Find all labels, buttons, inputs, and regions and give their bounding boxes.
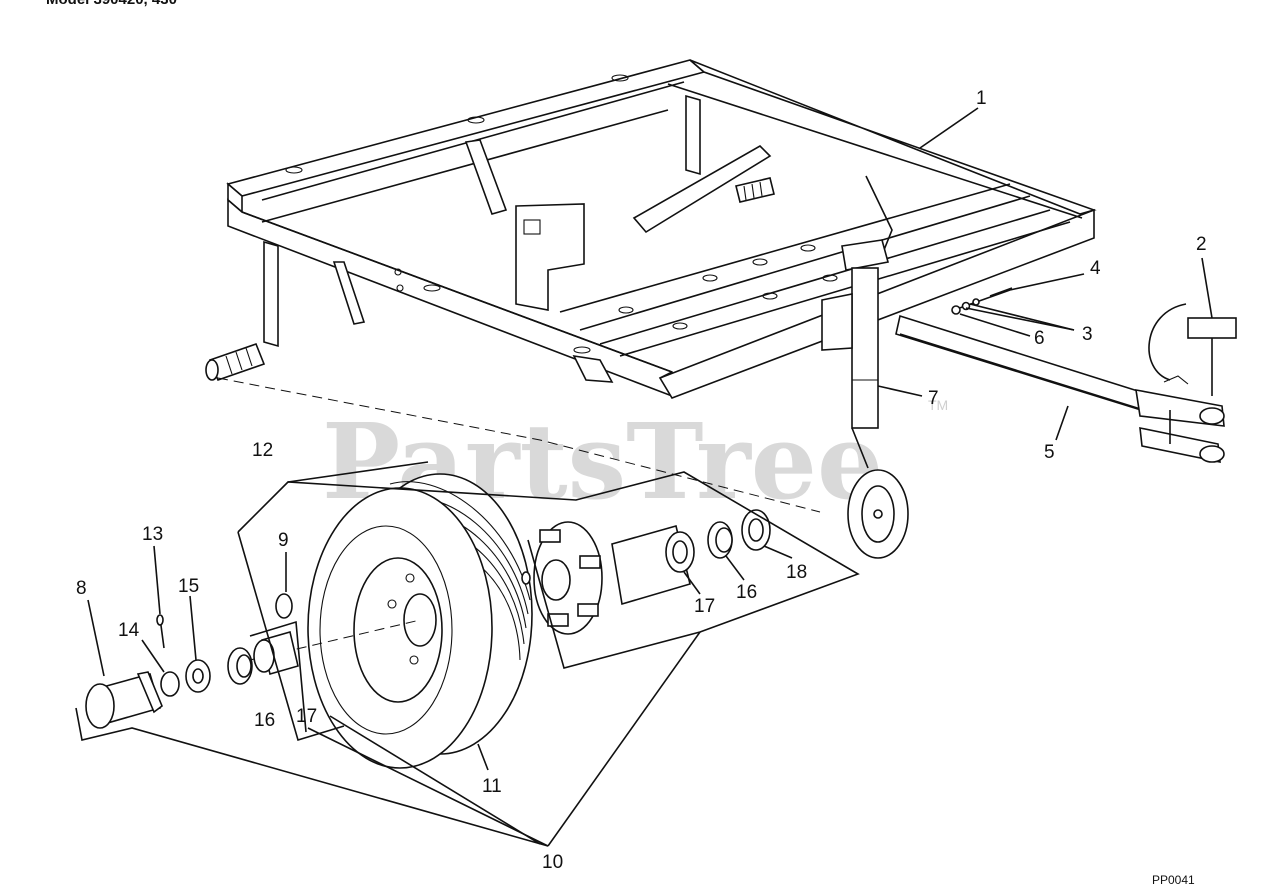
drawing-code: PP0041 — [1152, 873, 1195, 887]
callout-13: 13 — [142, 524, 163, 545]
callout-15: 15 — [178, 576, 199, 597]
callout-4: 4 — [1090, 258, 1101, 279]
callout-11: 11 — [482, 776, 502, 797]
callout-3: 3 — [1082, 324, 1093, 345]
callout-6: 6 — [1034, 328, 1045, 349]
dust-cap — [85, 671, 163, 729]
callout-12: 12 — [252, 440, 273, 461]
callout-1: 1 — [976, 88, 987, 109]
watermark-trademark: TM — [928, 397, 948, 413]
callout-17-inner: 17 — [694, 596, 715, 617]
callout-18: 18 — [786, 562, 807, 583]
callout-8: 8 — [76, 578, 87, 599]
leader-lines — [75, 107, 1213, 847]
jack-stand — [821, 175, 909, 559]
tongue-assembly — [895, 287, 1237, 464]
callout-14: 14 — [118, 620, 140, 641]
callout-16-outer: 16 — [254, 710, 275, 731]
callout-labels: 1 2 3 4 5 6 7 8 9 10 11 12 13 14 15 16 1… — [76, 88, 1207, 873]
callout-2: 2 — [1196, 234, 1207, 255]
model-header: Model 390420, 430 — [46, 0, 177, 8]
callout-10: 10 — [542, 852, 563, 873]
wheel-hub — [521, 521, 691, 635]
wheel — [249, 473, 533, 769]
hub-bearings — [665, 509, 771, 573]
callout-5: 5 — [1044, 442, 1055, 463]
callout-16-inner: 16 — [736, 582, 757, 603]
callout-7: 7 — [928, 388, 939, 409]
outer-bearing-set — [156, 593, 299, 697]
callout-9: 9 — [278, 530, 289, 551]
callout-17-outer: 17 — [296, 706, 317, 727]
axle-centerline — [217, 377, 821, 513]
